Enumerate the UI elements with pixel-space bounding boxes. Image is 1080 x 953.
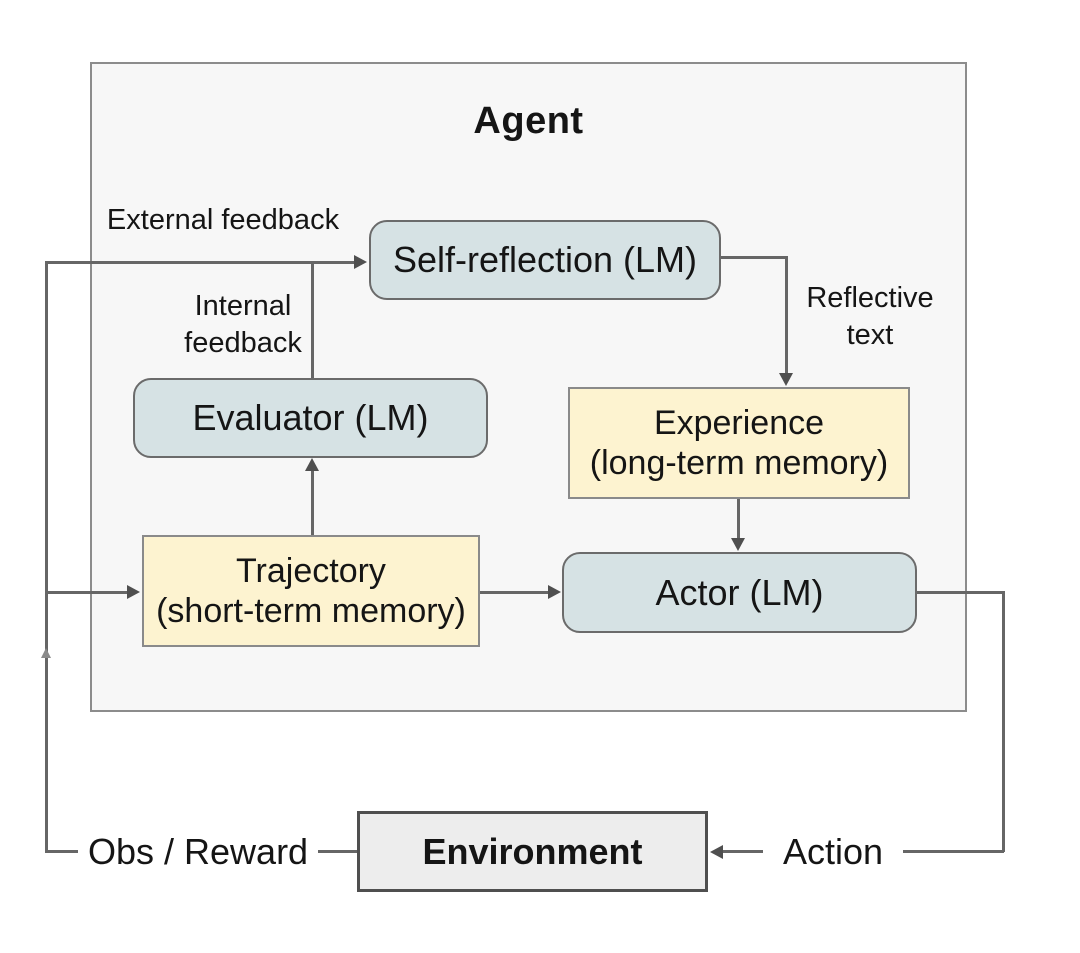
edge-evaluator-to-selfreflection-vertical-line — [311, 262, 314, 379]
arrowhead-into-actor-top-icon — [731, 538, 745, 551]
edge-label-external-feedback: External feedback — [106, 204, 340, 236]
edge-label-action: Action — [763, 827, 904, 877]
arrowhead-feedback-line-up-icon — [41, 648, 51, 658]
arrowhead-into-trajectory-icon — [127, 585, 140, 599]
node-trajectory-label: Trajectory — [236, 552, 386, 590]
edge-label-obs-reward: Obs / Reward — [78, 827, 319, 877]
edge-trajectory-to-evaluator-line — [311, 467, 314, 536]
node-experience-label: Experience — [653, 404, 825, 442]
edge-trajectory-to-actor-line — [480, 591, 550, 594]
agent-title: Agent — [473, 100, 584, 142]
edge-label-reflective-text-line2: text — [846, 319, 894, 351]
edge-selfreflection-right-horizontal-line — [721, 256, 787, 259]
node-experience-sublabel: (long-term memory) — [589, 444, 889, 482]
arrowhead-into-self-reflection-icon — [354, 255, 367, 269]
arrowhead-into-experience-icon — [779, 373, 793, 386]
node-self-reflection-label: Self-reflection (LM) — [392, 239, 698, 280]
edge-label-internal-feedback-line1: Internal — [194, 290, 292, 322]
arrowhead-into-environment-icon — [710, 845, 723, 859]
node-trajectory-sublabel: (short-term memory) — [156, 592, 466, 630]
node-environment: Environment — [357, 811, 708, 892]
node-actor: Actor (LM) — [562, 552, 917, 633]
node-evaluator-label: Evaluator (LM) — [192, 397, 429, 438]
node-self-reflection: Self-reflection (LM) — [369, 220, 721, 300]
edge-obs-to-trajectory-line — [45, 591, 129, 594]
edge-label-internal-feedback: Internal feedback — [143, 288, 343, 362]
edge-external-feedback-horizontal-line — [45, 261, 355, 264]
node-environment-label: Environment — [422, 830, 643, 872]
node-trajectory: Trajectory (short-term memory) — [142, 535, 480, 647]
edge-reflective-text-vertical-line — [785, 256, 788, 375]
edge-label-reflective-text: Reflective text — [770, 280, 970, 354]
arrowhead-into-evaluator-icon — [305, 458, 319, 471]
node-experience: Experience (long-term memory) — [568, 387, 910, 499]
edge-actor-right-horizontal-line — [917, 591, 1004, 594]
edge-action-right-vertical-line — [1002, 591, 1005, 852]
edge-label-reflective-text-line1: Reflective — [806, 282, 934, 314]
node-evaluator: Evaluator (LM) — [133, 378, 488, 458]
edge-label-internal-feedback-line2: feedback — [184, 327, 302, 359]
edge-feedback-left-vertical-line — [45, 262, 48, 853]
arrowhead-into-actor-left-icon — [548, 585, 561, 599]
node-actor-label: Actor (LM) — [655, 571, 824, 613]
edge-experience-to-actor-line — [737, 498, 740, 540]
